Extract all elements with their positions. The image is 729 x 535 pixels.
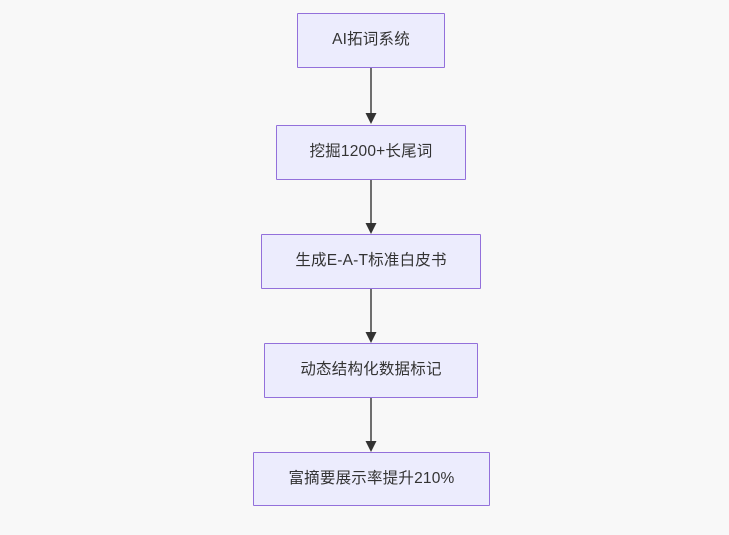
flowchart-node-n1[interactable]: AI拓词系统: [297, 13, 445, 68]
flowchart-node-n5[interactable]: 富摘要展示率提升210%: [253, 452, 490, 506]
flowchart-edge-n4-n5: [363, 398, 379, 453]
flowchart-node-label: AI拓词系统: [332, 31, 410, 49]
flowchart-node-n3[interactable]: 生成E-A-T标准白皮书: [261, 234, 481, 289]
flowchart-node-n2[interactable]: 挖掘1200+长尾词: [276, 125, 466, 180]
flowchart-edge-n3-n4: [363, 289, 379, 344]
flowchart-edge-n2-n3: [363, 180, 379, 235]
flowchart-node-label: 挖掘1200+长尾词: [309, 143, 433, 161]
flowchart-edge-n1-n2: [363, 68, 379, 125]
flowchart-node-label: 生成E-A-T标准白皮书: [295, 252, 447, 270]
flowchart-node-n4[interactable]: 动态结构化数据标记: [264, 343, 478, 398]
flowchart-node-label: 富摘要展示率提升210%: [288, 469, 455, 487]
flowchart-node-label: 动态结构化数据标记: [300, 361, 442, 379]
